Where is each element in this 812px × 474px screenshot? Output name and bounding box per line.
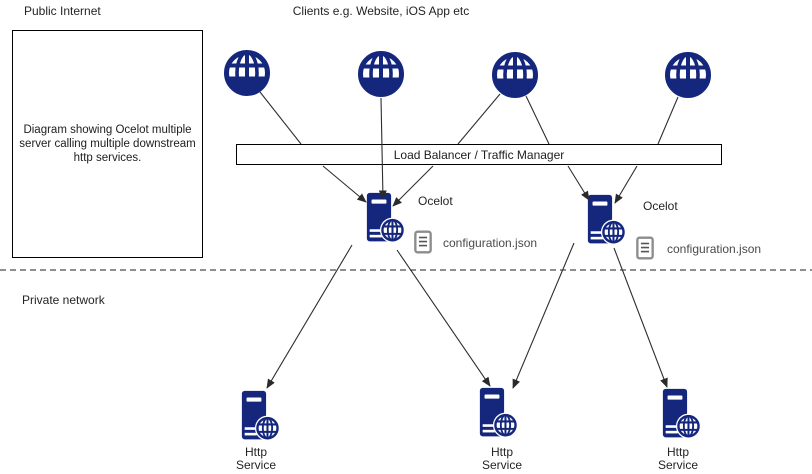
http-service-label-line1: Http (666, 445, 689, 459)
configuration-document-icon (414, 230, 432, 254)
ocelot-label: Ocelot (643, 199, 678, 213)
configuration-document-icon (636, 236, 654, 260)
http-service-label: Http Service (216, 446, 296, 472)
client4-to-lb-line (657, 96, 679, 145)
http-service-server-icon (478, 387, 519, 441)
http-service-label-line1: Http (490, 445, 513, 459)
clients-caption: Clients e.g. Website, iOS App etc (292, 4, 470, 18)
ocelot2-to-service3-arrow (613, 247, 668, 388)
ocelot2-to-service2-arrow (512, 242, 575, 389)
http-service-server-icon (661, 388, 702, 442)
public-internet-label: Public Internet (24, 4, 101, 18)
client-globe-icon (223, 49, 271, 97)
client3-to-lb-line (457, 93, 501, 145)
lb-to-ocelot1-arrow (322, 165, 367, 203)
ocelot-server-icon (365, 192, 406, 246)
private-network-label: Private network (22, 293, 105, 307)
ocelot1-to-service1-arrow (266, 244, 353, 389)
client-globe-icon (491, 51, 539, 99)
client-globe-icon (357, 50, 405, 98)
http-service-label-line2: Service (657, 458, 698, 472)
http-service-label-line2: Service (235, 458, 276, 472)
configuration-file-label: configuration.json (667, 242, 762, 256)
load-balancer-label: Load Balancer / Traffic Manager (393, 147, 565, 162)
description-box: Diagram showing Ocelot multiple server c… (12, 30, 203, 258)
http-service-label: Http Service (638, 446, 718, 472)
http-service-label-line1: Http (244, 445, 267, 459)
description-text: Diagram showing Ocelot multiple server c… (19, 124, 196, 164)
client1-to-lb-line (259, 91, 302, 145)
http-service-label: Http Service (462, 446, 542, 472)
ocelot1-to-service2-arrow (396, 249, 491, 387)
ocelot-label: Ocelot (418, 194, 453, 208)
client3-to-lb-line (525, 95, 550, 145)
load-balancer-box: Load Balancer / Traffic Manager (236, 144, 722, 165)
http-service-server-icon (240, 390, 281, 444)
ocelot-server-icon (586, 194, 627, 248)
http-service-label-line2: Service (481, 458, 522, 472)
configuration-file-label: configuration.json (443, 236, 538, 250)
client-globe-icon (664, 51, 712, 99)
